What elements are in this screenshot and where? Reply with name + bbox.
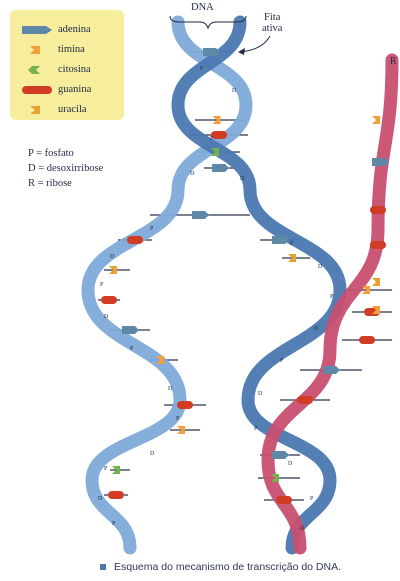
- nucleotide-base: [297, 396, 313, 404]
- nucleotide-base: [276, 496, 292, 504]
- phosphate-mark: D: [168, 386, 173, 392]
- nucleotide-base: [127, 236, 143, 244]
- phosphate-mark: D: [318, 264, 323, 270]
- caption-text: Esquema do mecanismo de transcrição do D…: [114, 561, 341, 573]
- phosphate-mark: D: [232, 88, 237, 94]
- note-ribose: R = ribose: [28, 176, 103, 191]
- dna-strand-b: [178, 22, 340, 548]
- legend-label: citosina: [58, 64, 91, 75]
- phosphate-mark: D: [150, 451, 155, 457]
- legend-label: adenina: [58, 24, 91, 35]
- nucleotide-base: [177, 401, 193, 409]
- phosphate-mark: P: [104, 466, 108, 472]
- phosphate-mark: D: [104, 314, 109, 320]
- figure-caption: Esquema do mecanismo de transcrição do D…: [100, 561, 341, 573]
- legend-item-timina: timina: [22, 44, 85, 55]
- thymine-shape-icon: [22, 45, 52, 55]
- phosphate-mark: D: [98, 496, 103, 502]
- legend-panel: adenina timina citosina guanina uracila: [10, 10, 124, 120]
- cytosine-shape-icon: [22, 65, 52, 75]
- phosphate-mark: D: [258, 391, 263, 397]
- helix-strands: [88, 22, 392, 548]
- phosphate-mark: D: [240, 176, 245, 182]
- abbreviation-notes: P = fosfato D = desoxirribose R = ribose: [28, 146, 103, 191]
- nucleotide-base: [108, 491, 124, 499]
- nucleotide-base: [372, 116, 380, 124]
- nucleotide-base: [370, 206, 386, 214]
- phosphate-mark: D: [314, 326, 319, 332]
- nucleotide-base: [122, 326, 139, 334]
- nucleotide-base: [372, 278, 380, 286]
- uracil-shape-icon: [22, 105, 52, 115]
- legend-label: timina: [58, 44, 85, 55]
- fita-ativa-line1: Fita: [262, 12, 282, 23]
- nucleotide-base: [211, 131, 227, 139]
- phosphate-mark: D: [110, 254, 115, 260]
- nucleotide-base: [359, 336, 375, 344]
- phosphate-mark: P: [310, 496, 314, 502]
- phosphate-mark: P: [100, 282, 104, 288]
- legend-label: uracila: [58, 104, 87, 115]
- dna-label: DNA: [191, 2, 214, 13]
- guanine-shape-icon: [22, 85, 52, 95]
- adenine-shape-icon: [22, 25, 52, 35]
- phosphate-mark: D: [300, 526, 305, 532]
- rna-label: R: [390, 56, 397, 67]
- phosphate-mark: D: [190, 171, 195, 177]
- phosphate-mark: D: [288, 461, 293, 467]
- fita-ativa-label: Fita ativa: [262, 12, 282, 34]
- legend-item-uracila: uracila: [22, 104, 87, 115]
- note-fosfato: P = fosfato: [28, 146, 103, 161]
- nucleotide-base: [101, 296, 117, 304]
- legend-label: guanina: [58, 84, 91, 95]
- nucleotide-base: [272, 451, 289, 459]
- nucleotide-base: [323, 366, 340, 374]
- nucleotide-base: [370, 241, 386, 249]
- legend-item-guanina: guanina: [22, 84, 91, 95]
- nucleotide-base: [212, 164, 229, 172]
- fita-ativa-arrowhead: [238, 48, 245, 55]
- legend-item-adenina: adenina: [22, 24, 91, 35]
- note-desoxirribose: D = desoxirribose: [28, 161, 103, 176]
- legend-item-citosina: citosina: [22, 64, 91, 75]
- caption-bullet-icon: [100, 564, 106, 570]
- fita-ativa-line2: ativa: [262, 23, 282, 34]
- nucleotide-base: [192, 211, 209, 219]
